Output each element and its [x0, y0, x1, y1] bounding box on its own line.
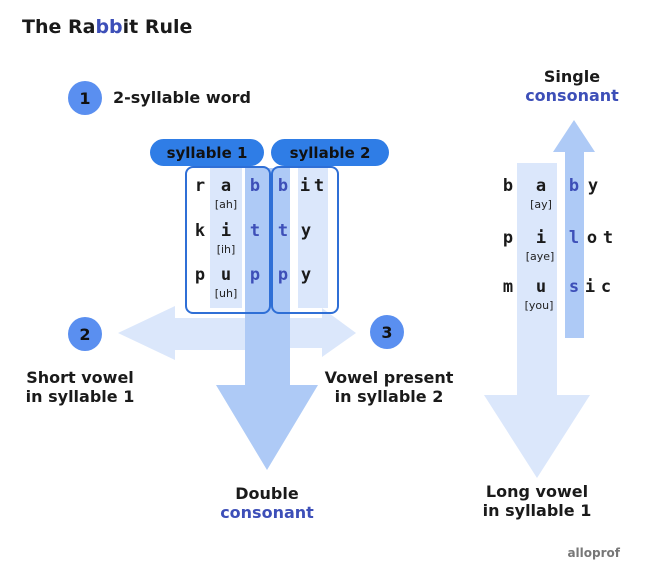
double-line-1: Double: [235, 484, 299, 503]
step-1-circle: 1: [68, 81, 102, 115]
down-arrow: [216, 168, 318, 470]
syllable-2-box: [271, 166, 339, 314]
word-letter: t: [277, 221, 289, 241]
word-letter: p: [502, 228, 514, 248]
step-3-circle: 3: [370, 315, 404, 349]
long-down-arrow: [484, 163, 590, 478]
word-letter: i: [584, 277, 596, 297]
step-2-circle: 2: [68, 317, 102, 351]
word-letter: a: [535, 176, 547, 196]
step-3-label: Vowel present in syllable 2: [313, 368, 465, 406]
word-letter: i: [535, 228, 547, 248]
sound-label: [aye]: [525, 250, 555, 263]
word-letter: y: [300, 265, 312, 285]
word-letter: y: [300, 221, 312, 241]
single-line-1: Single: [543, 67, 601, 86]
word-letter: p: [194, 265, 206, 285]
word-letter: y: [587, 176, 599, 196]
vowel-column-2: [298, 168, 328, 308]
long-vowel-line-2: in syllable 1: [482, 501, 592, 520]
word-letter: b: [502, 176, 514, 196]
right-arrow: [290, 308, 356, 357]
single-consonant-label: Single consonant: [510, 67, 634, 105]
word-letter: b: [277, 176, 289, 196]
word-letter: t: [602, 228, 614, 248]
step-1-label: 2-syllable word: [113, 88, 251, 107]
syllable-1-pill: syllable 1: [150, 139, 264, 166]
word-letter: o: [586, 228, 598, 248]
step-2-label: Short vowel in syllable 1: [14, 368, 146, 406]
word-letter: k: [194, 221, 206, 241]
word-letter: p: [277, 265, 289, 285]
step-3-label-line-1: Vowel present: [324, 368, 454, 387]
sound-label: [you]: [524, 299, 554, 312]
syllable-2-pill: syllable 2: [271, 139, 389, 166]
word-letter: u: [535, 277, 547, 297]
word-letter: a: [220, 176, 232, 196]
word-letter: u: [220, 265, 232, 285]
syllable-1-box: [185, 166, 271, 314]
double-consonant-label: Double consonant: [205, 484, 329, 522]
word-letter: p: [249, 265, 261, 285]
double-line-2: consonant: [220, 503, 314, 522]
up-arrow: [553, 120, 595, 338]
alloprof-logo: alloprof: [567, 546, 620, 560]
sound-label: [uh]: [214, 287, 238, 300]
vowel-column-1: [210, 168, 242, 308]
word-letter: i: [220, 221, 232, 241]
step-3-label-line-2: in syllable 2: [334, 387, 444, 406]
sound-label: [ih]: [216, 243, 236, 256]
single-line-2: consonant: [525, 86, 619, 105]
left-arrow: [118, 306, 245, 360]
word-letter: t: [249, 221, 261, 241]
word-letter: r: [194, 176, 206, 196]
word-letter: b: [249, 176, 261, 196]
word-letter: c: [600, 277, 612, 297]
long-vowel-line-1: Long vowel: [485, 482, 589, 501]
long-vowel-label: Long vowel in syllable 1: [470, 482, 604, 520]
sound-label: [ah]: [214, 198, 238, 211]
word-letter: l: [568, 228, 580, 248]
sound-label: [ay]: [530, 198, 552, 211]
word-letter: m: [502, 277, 514, 297]
word-letter: i: [299, 176, 311, 196]
step-2-label-line-1: Short vowel: [26, 368, 134, 387]
word-letter: t: [313, 176, 325, 196]
step-2-label-line-2: in syllable 1: [25, 387, 135, 406]
word-letter: b: [568, 176, 580, 196]
word-letter: s: [568, 277, 580, 297]
page-title: The Rabbit Rule: [22, 16, 193, 38]
